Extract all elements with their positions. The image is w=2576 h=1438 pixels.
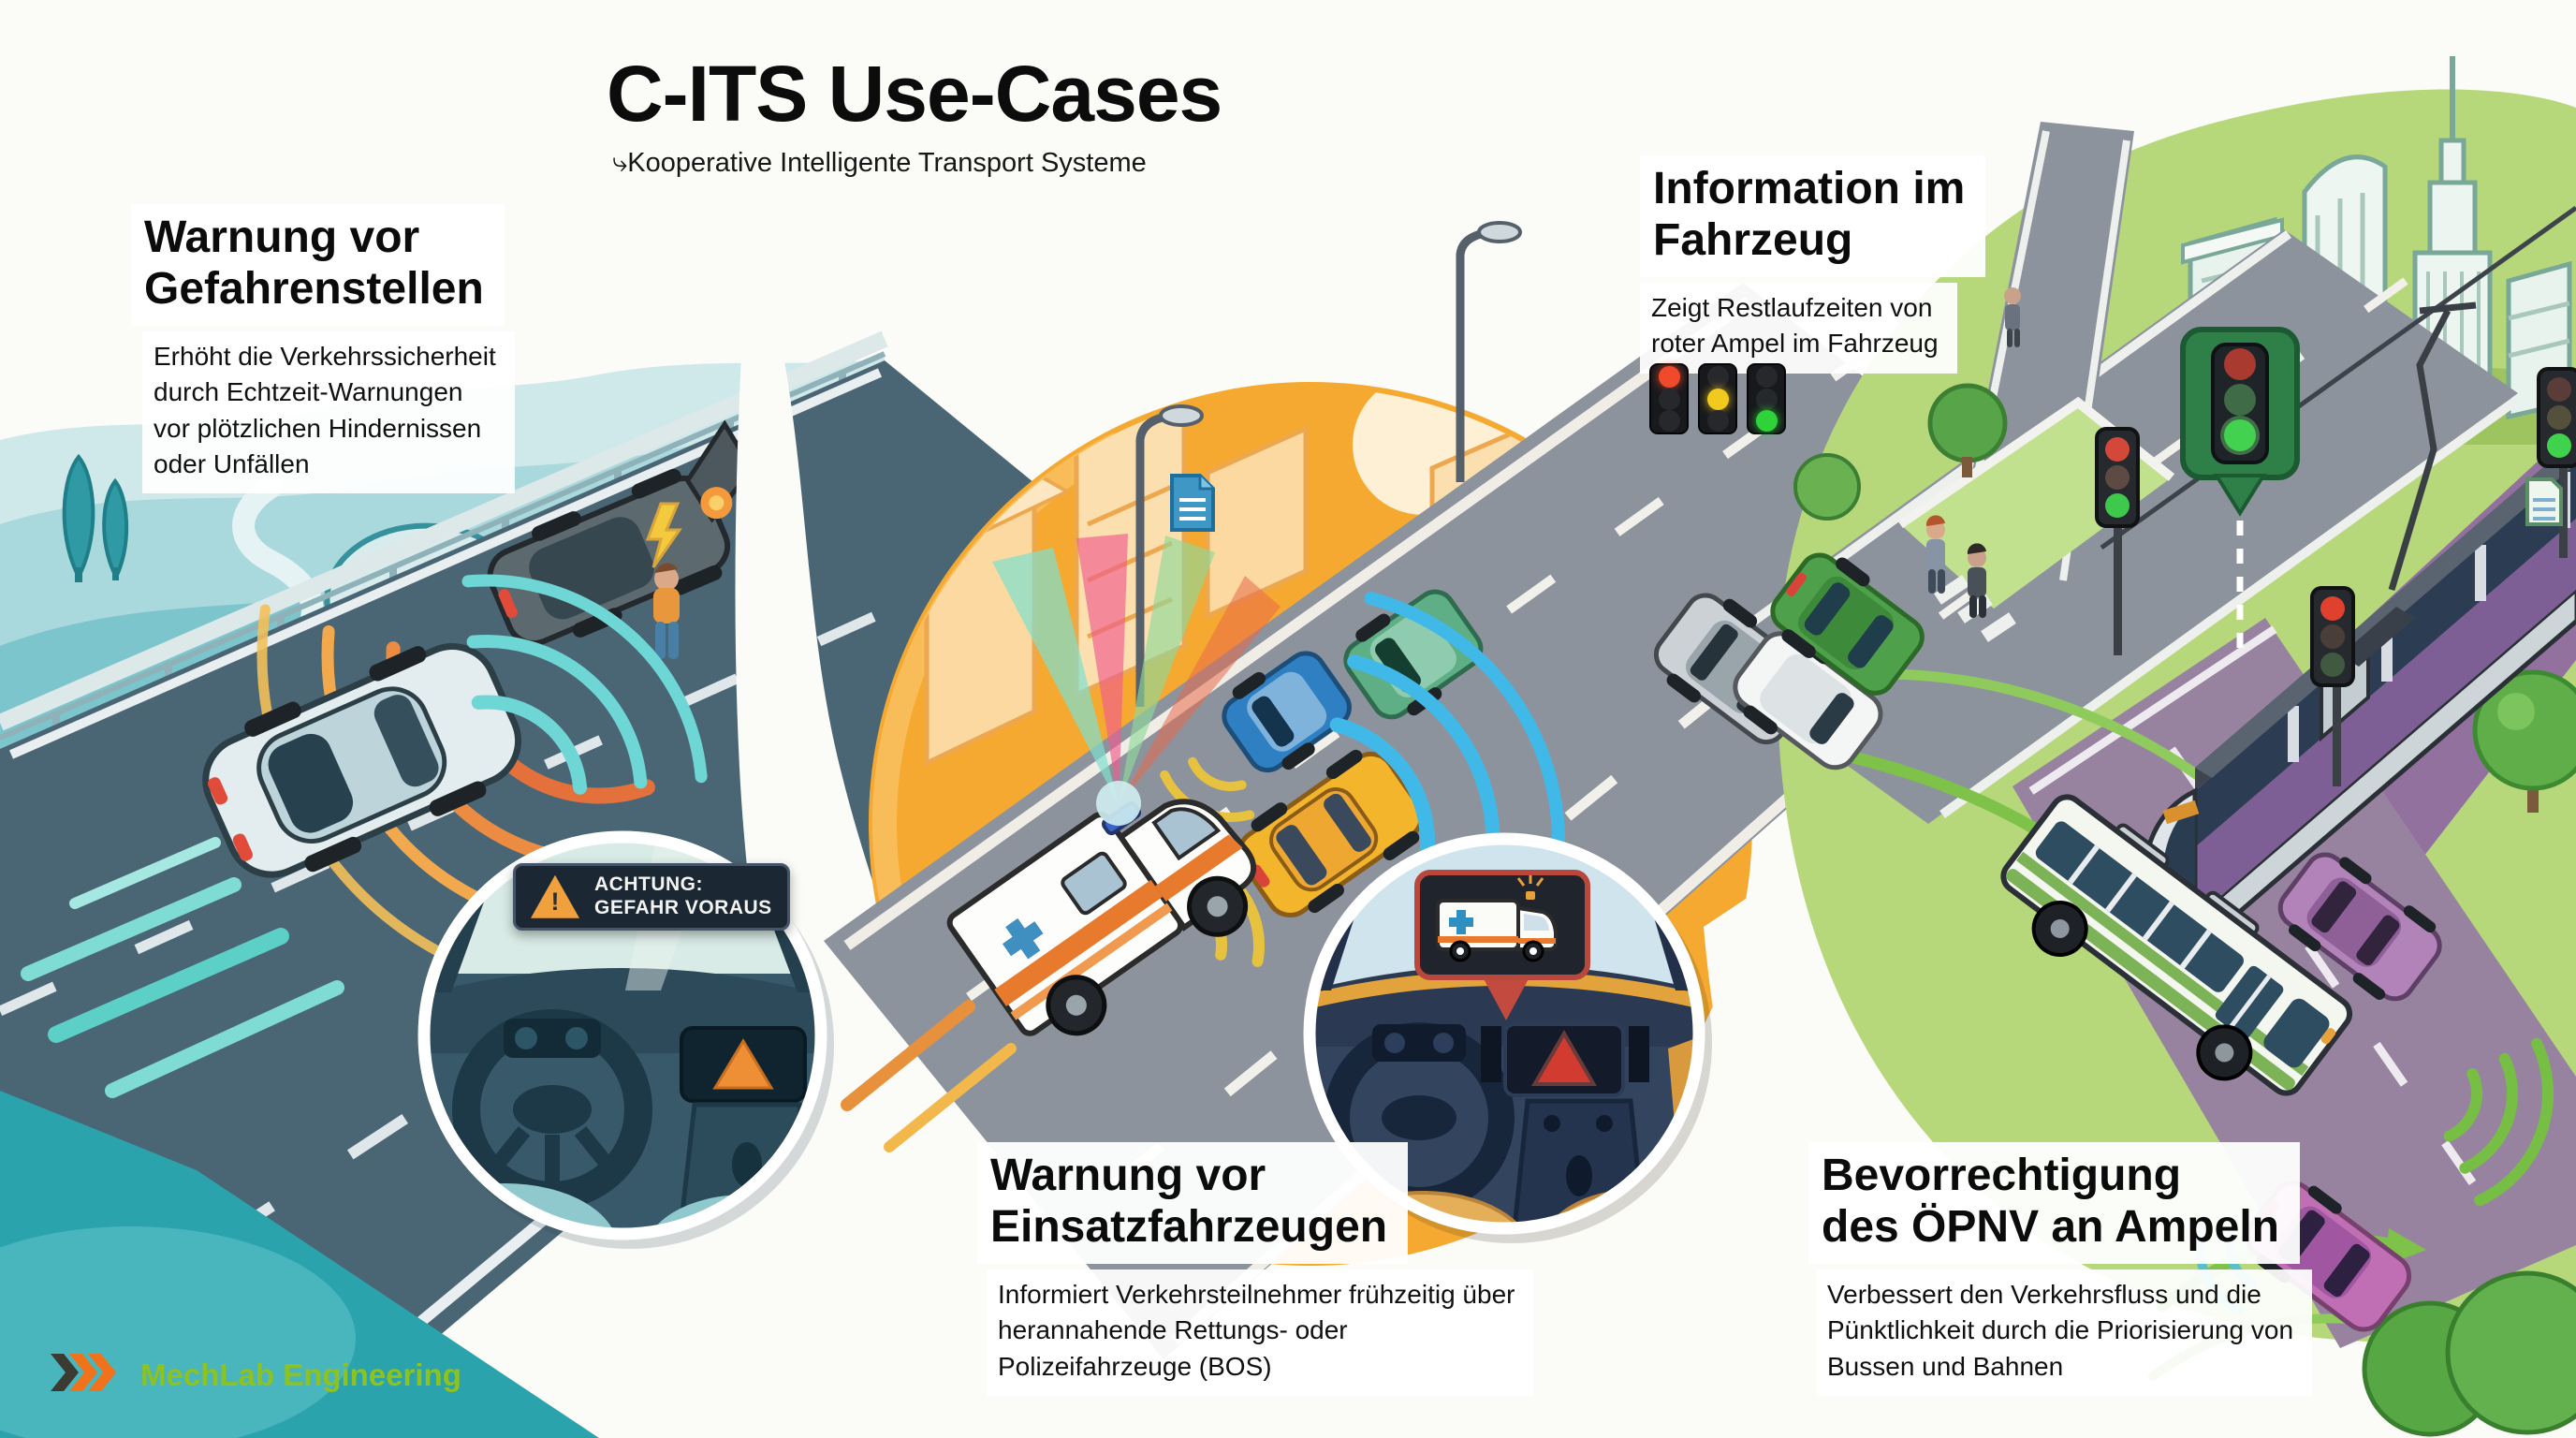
connected-car [202,643,522,878]
use-case-einsatzfahrzeuge: Warnung vor Einsatzfahrzeugen Informiert… [977,1142,1534,1396]
traffic-light-icon-red [1649,363,1689,434]
hazard-ahead-sign: ! ACHTUNG: GEFAHR VORAUS [513,863,790,931]
logo-graphic: MechLab Engineering [51,1354,461,1392]
city-bus [2000,794,2353,1096]
v2x-arcs-cyan [265,574,709,1018]
use-case-heading-information: Information im Fahrzeug [1640,155,1986,278]
traffic-light-icon-yellow [1698,363,1737,434]
dashboard-warning-triangle [712,1038,774,1090]
traffic-light-pole-1 [2095,427,2140,655]
traffic-light-pole-3 [2525,367,2576,558]
cypress-trees [62,453,129,582]
stranded-driver [645,502,682,659]
brand-logo: MechLab Engineering [47,1348,477,1397]
siren-light-beams [992,534,1281,826]
use-case-heading-einsatzfahrzeuge: Warnung vor Einsatzfahrzeugen [977,1142,1409,1265]
traffic-light-icon-row [1649,363,1786,434]
page-title: C-ITS Use-Cases [607,50,1222,138]
teal-car-trails [841,1000,1017,1152]
traffic-light-pole-2 [2310,586,2355,786]
pantograph [2388,301,2477,592]
ambulance-popup-callout [1414,870,1590,1020]
hazard-sign-text: ACHTUNG: GEFAHR VORAUS [594,873,772,920]
blue-hatchback [1222,651,1352,773]
right-scene-city [1653,56,2576,1437]
logo-text: MechLab Engineering [140,1357,461,1392]
use-case-body-einsatzfahrzeuge: Informiert Verkehrsteilnehmer frühzeitig… [987,1269,1534,1396]
use-case-gefahrenstellen: Warnung vor Gefahrenstellen Erhöht die V… [131,204,515,493]
hazard-sign-line2: GEFAHR VORAUS [594,896,772,918]
ambulance [946,799,1257,1036]
speed-trails [21,837,344,1098]
use-case-body-oepnv: Verbessert den Verkehrsfluss und die Pün… [1816,1269,2313,1396]
use-case-information: Information im Fahrzeug Zeigt Restlaufze… [1640,155,1986,374]
green-phase-callout [2180,327,2300,655]
middle-inset-dashboard [1303,832,1712,1243]
v2x-arcs-yellow-small [1153,667,1309,822]
use-case-body-gefahrenstellen: Erhöht die Verkehrssicherheit durch Echt… [142,331,515,493]
v2x-arcs-green [2306,970,2554,1217]
purple-car [2277,852,2442,1002]
logo-chevron-icon-3 [88,1354,116,1391]
warning-exclamation: ! [550,887,560,916]
dashboard-alert-triangle [1538,1037,1590,1082]
green-car [1770,552,1925,696]
data-message-icon [1170,474,1215,532]
logo-chevron-icon-1 [51,1354,79,1391]
white-car [1733,631,1883,770]
traffic-light-icon-green [1747,363,1786,434]
hazard-sign-line1: ACHTUNG: [594,873,703,895]
logo-chevron-icon-2 [69,1354,97,1391]
pedestrians [1925,287,2021,618]
page-subtitle: ⤷Kooperative Intelligente Transport Syst… [612,148,1147,178]
use-case-heading-gefahrenstellen: Warnung vor Gefahrenstellen [131,204,505,327]
use-case-heading-oepnv: Bevorrechtigung des ÖPNV an Ampeln [1808,1142,2300,1265]
use-case-body-information: Zeigt Restlaufzeiten von roter Ampel im … [1640,283,1957,374]
trees [1793,383,2576,1437]
street-lamp [1135,221,1522,707]
use-case-oepnv: Bevorrechtigung des ÖPNV an Ampeln Verbe… [1808,1142,2313,1396]
warning-triangle-icon: ! [531,874,579,918]
